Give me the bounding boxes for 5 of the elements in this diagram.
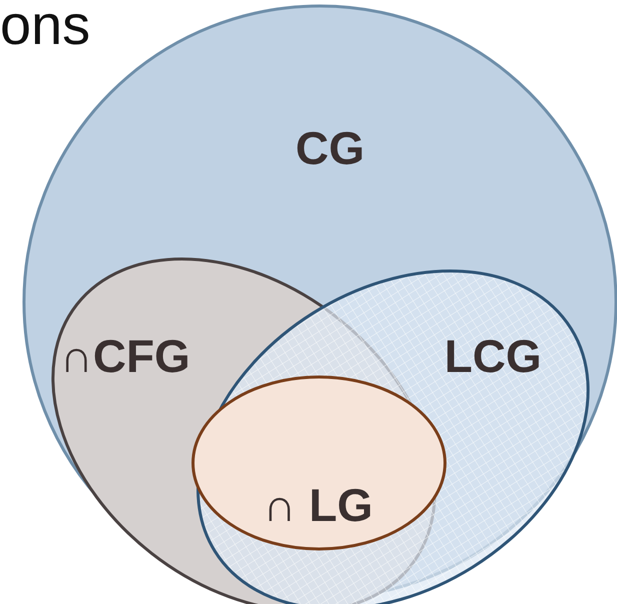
heading-fragment: ons [0,0,90,56]
set-label: ∩ LG [263,478,373,532]
set-label: ∩CFG [60,328,190,383]
set-label: CG [296,121,364,175]
set-label: LCG [444,328,542,383]
